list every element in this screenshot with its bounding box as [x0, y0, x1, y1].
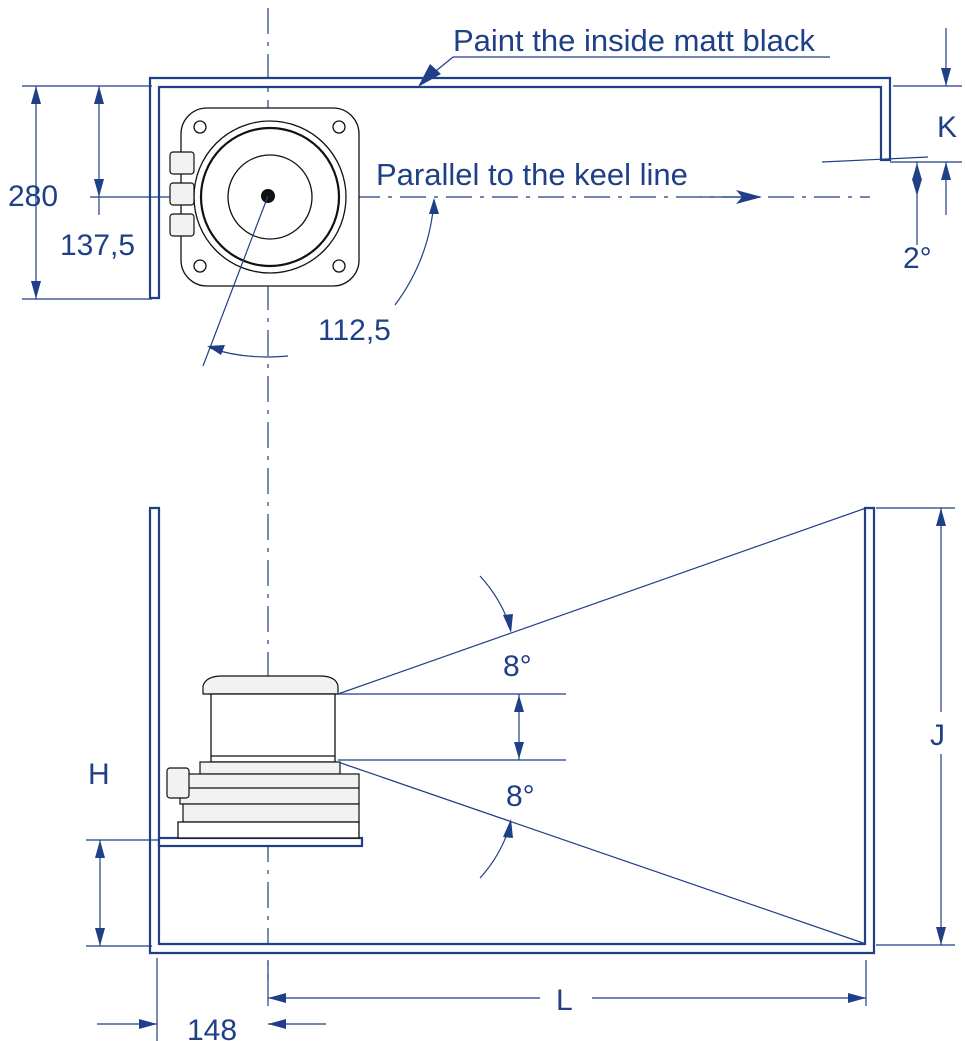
dim-k-arrow-top: [941, 68, 951, 86]
windlass-side: [166, 675, 360, 839]
cable-gland-1: [169, 151, 195, 175]
top-locker-wall: [148, 76, 892, 300]
windlass-top: [169, 107, 360, 287]
dim-280-arrow-bottom: [31, 281, 41, 299]
windlass-foot: [177, 821, 360, 839]
dim-148-label: 148: [187, 1014, 237, 1041]
chain-lower-line: [337, 761, 867, 945]
base-bolt-tl: [193, 120, 207, 134]
angle-8-top-label: 8°: [503, 650, 532, 683]
angle-8-bottom-label: 8°: [506, 780, 535, 813]
gap-arrow-top: [514, 695, 524, 712]
dim-280-arrow-top: [31, 86, 41, 104]
windlass-body: [179, 773, 360, 805]
angle-1125-leader: [394, 199, 435, 306]
angle-1125-leader-arrow: [429, 198, 439, 214]
keel-note: Parallel to the keel line: [376, 157, 688, 192]
dim-280-label: 280: [8, 180, 58, 213]
angle-2-line: [821, 156, 929, 163]
angle-1125-arrowhead: [207, 345, 225, 355]
windlass-cap: [202, 675, 339, 695]
dim-137-label: 137,5: [60, 229, 135, 262]
angle-1125-ray: [202, 195, 269, 367]
cable-gland-3: [169, 213, 195, 237]
dim-l-arrow-left: [268, 993, 286, 1003]
dim-k-label: K: [937, 111, 957, 144]
side-view: 8° 8° H J L 148: [86, 506, 956, 1041]
gap-arrow-bottom: [514, 742, 524, 759]
dim-l-arrow-right: [848, 993, 866, 1003]
dim-148-arrow-right: [268, 1019, 286, 1029]
dim-j-arrow-bottom: [936, 927, 946, 945]
dim-j-label: J: [930, 719, 945, 752]
dim-k-arrow-bottom: [941, 162, 951, 180]
windlass-gear-top: [199, 761, 341, 775]
chain-upper-line: [337, 507, 867, 695]
dim-137-arrow-bottom: [94, 179, 104, 197]
angle-1125-label: 112,5: [318, 314, 391, 347]
dim-137-arrow-top: [94, 86, 104, 104]
base-bolt-bl: [193, 259, 207, 273]
base-bolt-br: [332, 259, 346, 273]
dim-148-arrow-left: [139, 1019, 157, 1029]
dim-j-arrow-top: [936, 508, 946, 526]
dim-l-label: L: [556, 984, 573, 1017]
angle-8-bottom-arrow: [503, 819, 513, 838]
paint-arrowhead: [418, 64, 441, 87]
dim-j-label-bg: [926, 712, 956, 754]
dim-h-arrow-bottom: [95, 928, 105, 946]
angle-2-arrow-bottom: [912, 179, 922, 196]
side-cable-gland: [166, 767, 190, 799]
angle-2-arrow-top: [912, 163, 922, 180]
windlass-motor: [182, 803, 360, 823]
angle-2-label: 2°: [903, 242, 932, 275]
paint-note: Paint the inside matt black: [453, 23, 815, 58]
dim-h-arrow-top: [95, 840, 105, 858]
top-view: Paint the inside matt black 280: [8, 8, 962, 980]
cable-gland-2: [169, 182, 195, 206]
keel-arrowhead: [736, 190, 762, 204]
windlass-platform: [157, 836, 364, 848]
dim-h-label: H: [88, 758, 110, 791]
angle-8-top-arrow: [503, 614, 513, 633]
base-bolt-tr: [332, 120, 346, 134]
windlass-drum: [210, 693, 336, 763]
